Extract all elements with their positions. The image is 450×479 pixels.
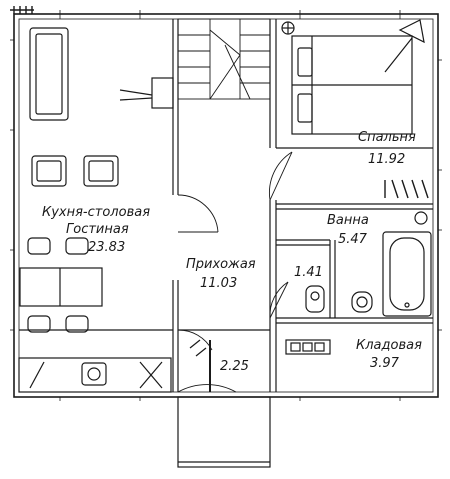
bedroom-area: 11.92 [368, 152, 406, 167]
desk-lamp [384, 19, 425, 73]
storage-name: Кладовая [356, 338, 422, 353]
bath-area: 5.47 [338, 232, 367, 247]
wc-area: 1.41 [294, 265, 323, 280]
hall-area: 11.03 [200, 276, 238, 291]
radiator [384, 179, 429, 199]
corner-hatch-mark [10, 6, 34, 14]
sink [414, 211, 428, 225]
bathtub [382, 231, 432, 317]
porch [177, 339, 271, 468]
dining-table [19, 237, 103, 333]
porch-area: 2.25 [220, 359, 249, 374]
windows [10, 10, 442, 401]
kitchen-area: 23.83 [88, 240, 126, 255]
staircase [177, 18, 271, 100]
fireplace [119, 77, 174, 109]
kitchen-name-line1: Кухня-столовая [42, 205, 151, 220]
kitchen-name-line2: Гостиная [66, 222, 129, 237]
bed [291, 35, 413, 135]
kitchen-counter [18, 357, 172, 393]
door-swings [177, 151, 293, 393]
bedroom-name: Спальня [358, 130, 416, 145]
storage-area: 3.97 [370, 356, 399, 371]
toilet [305, 285, 373, 313]
armchairs [31, 155, 119, 187]
bath-name: Ванна [327, 213, 369, 228]
boiler-unit [285, 339, 331, 355]
interior-walls [19, 19, 433, 392]
hall-name: Прихожая [186, 257, 256, 272]
nightstand [281, 21, 295, 35]
sofa [29, 27, 69, 121]
